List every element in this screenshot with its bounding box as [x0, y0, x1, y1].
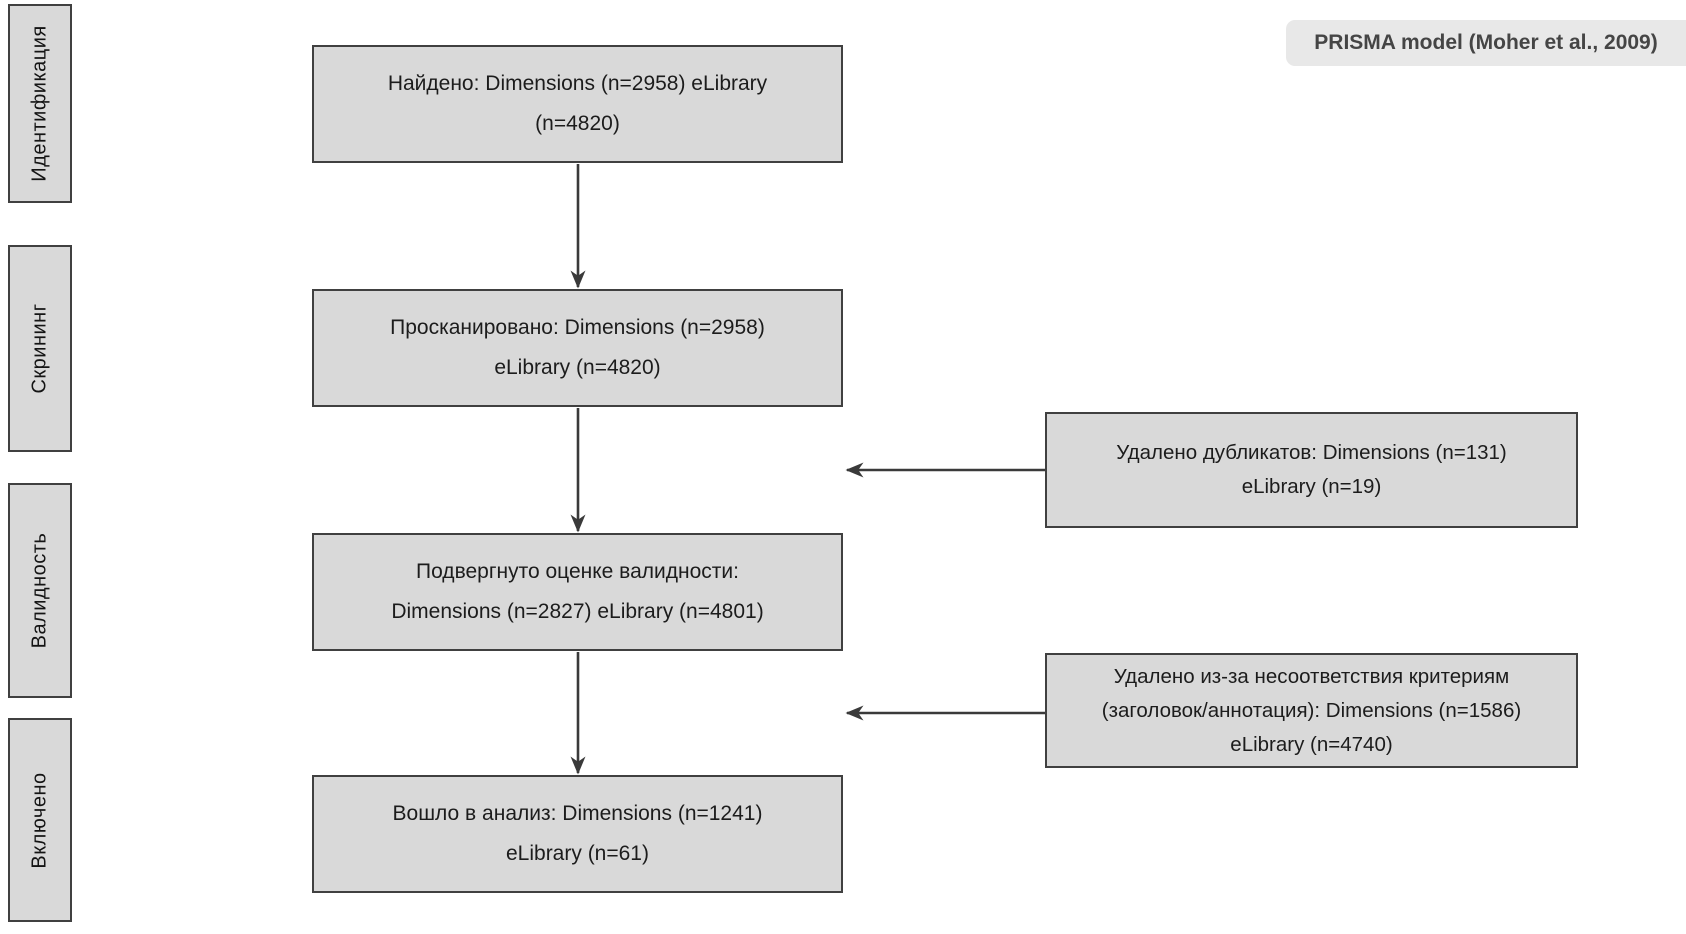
stage-label: Валидность: [28, 532, 51, 649]
prisma-model-badge: PRISMA model (Moher et al., 2009): [1286, 20, 1686, 66]
stage-box-identification: Идентификация: [8, 4, 72, 203]
flow-box-included-in-analysis: Вошло в анализ: Dimensions (n=1241) eLib…: [312, 775, 843, 893]
stage-label: Скрининг: [28, 303, 51, 394]
side-box-text: Удалено дубликатов: Dimensions (n=131) e…: [1116, 441, 1507, 498]
side-box-criteria-removed: Удалено из-за несоответствия критериям (…: [1045, 653, 1578, 768]
flow-box-text: Найдено: Dimensions (n=2958) eLibrary (n…: [387, 72, 768, 135]
stage-box-included: Включено: [8, 718, 72, 922]
flow-box-validity-assessed: Подвергнуто оценке валидности: Dimension…: [312, 533, 843, 651]
stage-box-screening: Скрининг: [8, 245, 72, 452]
flow-box-text: Подвергнуто оценке валидности: Dimension…: [391, 560, 764, 623]
stage-label: Идентификация: [28, 25, 51, 182]
stage-box-validity: Валидность: [8, 483, 72, 698]
flow-box-screened: Просканировано: Dimensions (n=2958) eLib…: [312, 289, 843, 407]
side-box-text: Удалено из-за несоответствия критериям (…: [1101, 664, 1522, 756]
side-box-duplicates-removed: Удалено дубликатов: Dimensions (n=131) e…: [1045, 412, 1578, 528]
prisma-model-label: PRISMA model (Moher et al., 2009): [1314, 31, 1658, 54]
flow-box-text: Просканировано: Dimensions (n=2958) eLib…: [390, 316, 765, 379]
stage-label: Включено: [28, 771, 51, 869]
flow-box-text: Вошло в анализ: Dimensions (n=1241) eLib…: [392, 802, 763, 865]
flow-box-found: Найдено: Dimensions (n=2958) eLibrary (n…: [312, 45, 843, 163]
